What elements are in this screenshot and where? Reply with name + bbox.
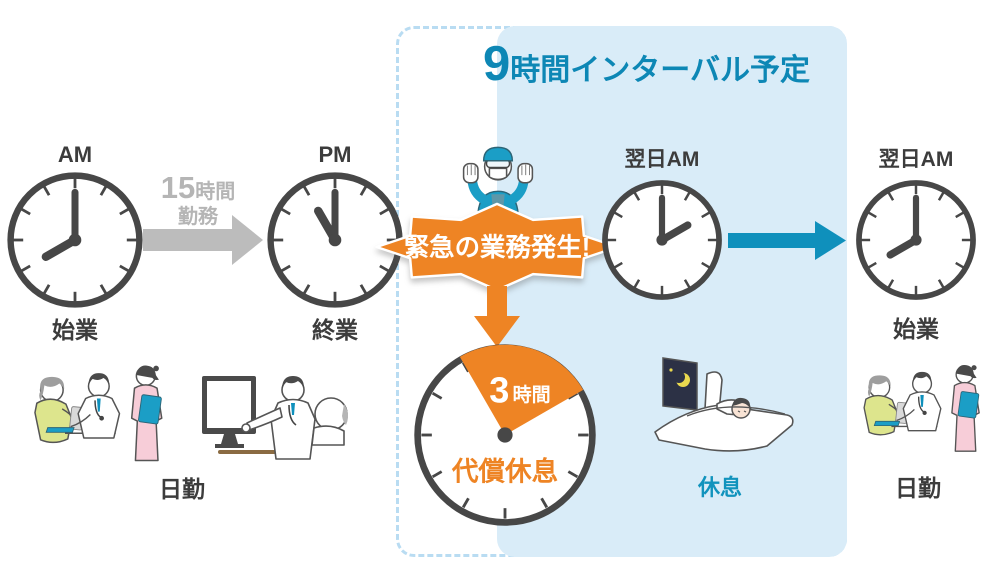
work-duration-note: 15時間 勤務: [140, 170, 256, 229]
clock-next-start-8am: [856, 180, 976, 300]
interval-hours-number: 9: [483, 37, 511, 91]
day-shift-consultation-illustration: [16, 360, 176, 468]
clock-center-dot: [328, 233, 342, 247]
clock4-caption: 始業: [893, 316, 939, 342]
clock-center-dot: [497, 427, 513, 443]
burst-shape: [375, 202, 619, 292]
clock-ticks: [607, 185, 717, 295]
interval-title-text: 時間インターバル予定: [510, 54, 810, 87]
clock2-caption: 終業: [312, 317, 358, 343]
interval-arrow-icon: [728, 221, 846, 260]
clock-start-8am: [7, 172, 143, 308]
rest-hours-number: 3: [489, 370, 509, 411]
clock4-period-label: 翌日AM: [878, 148, 954, 171]
compensatory-rest-label: 代償休息: [451, 457, 558, 487]
compensatory-rest-clock: 3 時間 代償休息: [414, 344, 596, 526]
computer-work-illustration: [198, 368, 348, 468]
interval-title: 9 時間インターバル予定: [483, 40, 810, 89]
clock-ticks: [13, 178, 137, 302]
work-word: 勤務: [178, 205, 218, 228]
rest-label: 休息: [697, 475, 742, 500]
clock-end-11pm: [267, 172, 403, 308]
three-hour-wedge: [459, 344, 584, 435]
clock-ticks: [273, 178, 397, 302]
day-shift-right-label: 日勤: [895, 475, 941, 501]
surgeon-mask: [488, 167, 508, 181]
rest-hours-unit: 時間: [513, 384, 551, 406]
day-shift-consultation-illustration-right: [847, 360, 992, 458]
clock-center-dot: [656, 234, 668, 246]
day-shift-left-label: 日勤: [159, 476, 205, 502]
compensatory-arrow-icon: [474, 286, 520, 347]
emergency-label: 緊急の業務発生!: [404, 234, 591, 262]
clock2-period-label: PM: [318, 142, 352, 167]
sleeping-rest-illustration: [645, 352, 805, 464]
work-arrow-icon: [143, 215, 263, 265]
clock1-caption: 始業: [52, 317, 98, 343]
clock3-period-label: 翌日AM: [624, 148, 700, 171]
surgeon-gloves: [462, 162, 534, 184]
clock-ticks: [861, 185, 971, 295]
emergency-burst: 緊急の業務発生!: [375, 202, 619, 292]
surgeon-cap: [482, 146, 514, 162]
work-hours: 15: [160, 170, 196, 205]
clock1-period-label: AM: [57, 142, 93, 167]
clock-next-2am: [602, 180, 722, 300]
clock-center-dot: [68, 233, 82, 247]
clock-center-dot: [910, 234, 922, 246]
work-hours-unit: 時間: [195, 181, 236, 203]
